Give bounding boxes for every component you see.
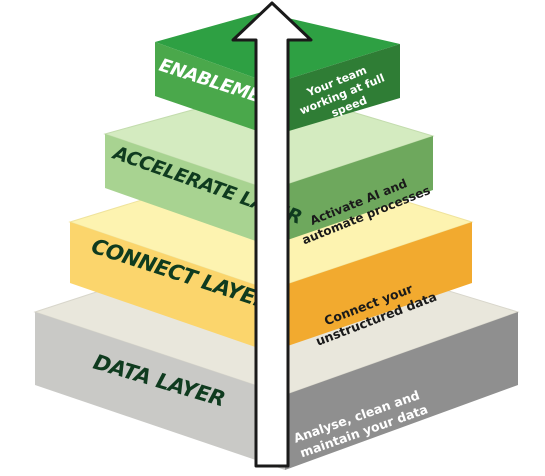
accelerate-layer-left-face — [105, 134, 270, 246]
up-arrow-icon — [231, 1, 313, 468]
data-layer-left-face — [35, 312, 285, 470]
up-arrow-shaft-and-head — [231, 1, 313, 468]
data-layer-right-face — [285, 312, 518, 470]
enablement-layer-right-face — [272, 44, 400, 136]
accelerate-layer-right-face — [270, 136, 433, 246]
connect-layer-left-face — [70, 222, 270, 352]
enablement-layer-left-face — [155, 42, 272, 136]
connect-layer-right-face — [270, 222, 472, 352]
